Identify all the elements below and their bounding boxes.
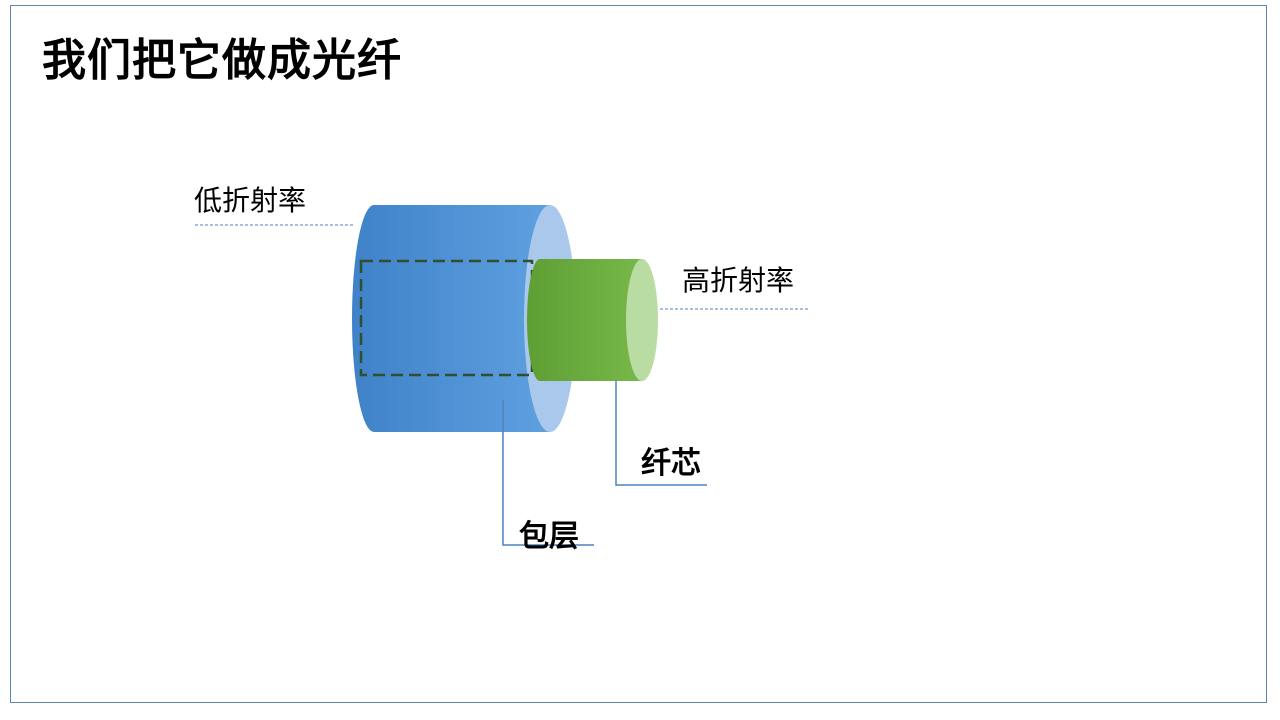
core-cylinder	[527, 259, 658, 381]
cladding-body	[352, 205, 550, 432]
cladding-label: 包层	[519, 519, 579, 554]
slide-title: 我们把它做成光纤	[42, 35, 402, 86]
core-body	[527, 259, 642, 381]
low-index-label: 低折射率	[194, 184, 307, 217]
core-label: 纤芯	[641, 446, 701, 481]
core-end-face	[626, 259, 658, 381]
cladding-leader	[502, 400, 594, 546]
core-leader	[615, 381, 707, 486]
high-index-label: 高折射率	[682, 264, 795, 297]
